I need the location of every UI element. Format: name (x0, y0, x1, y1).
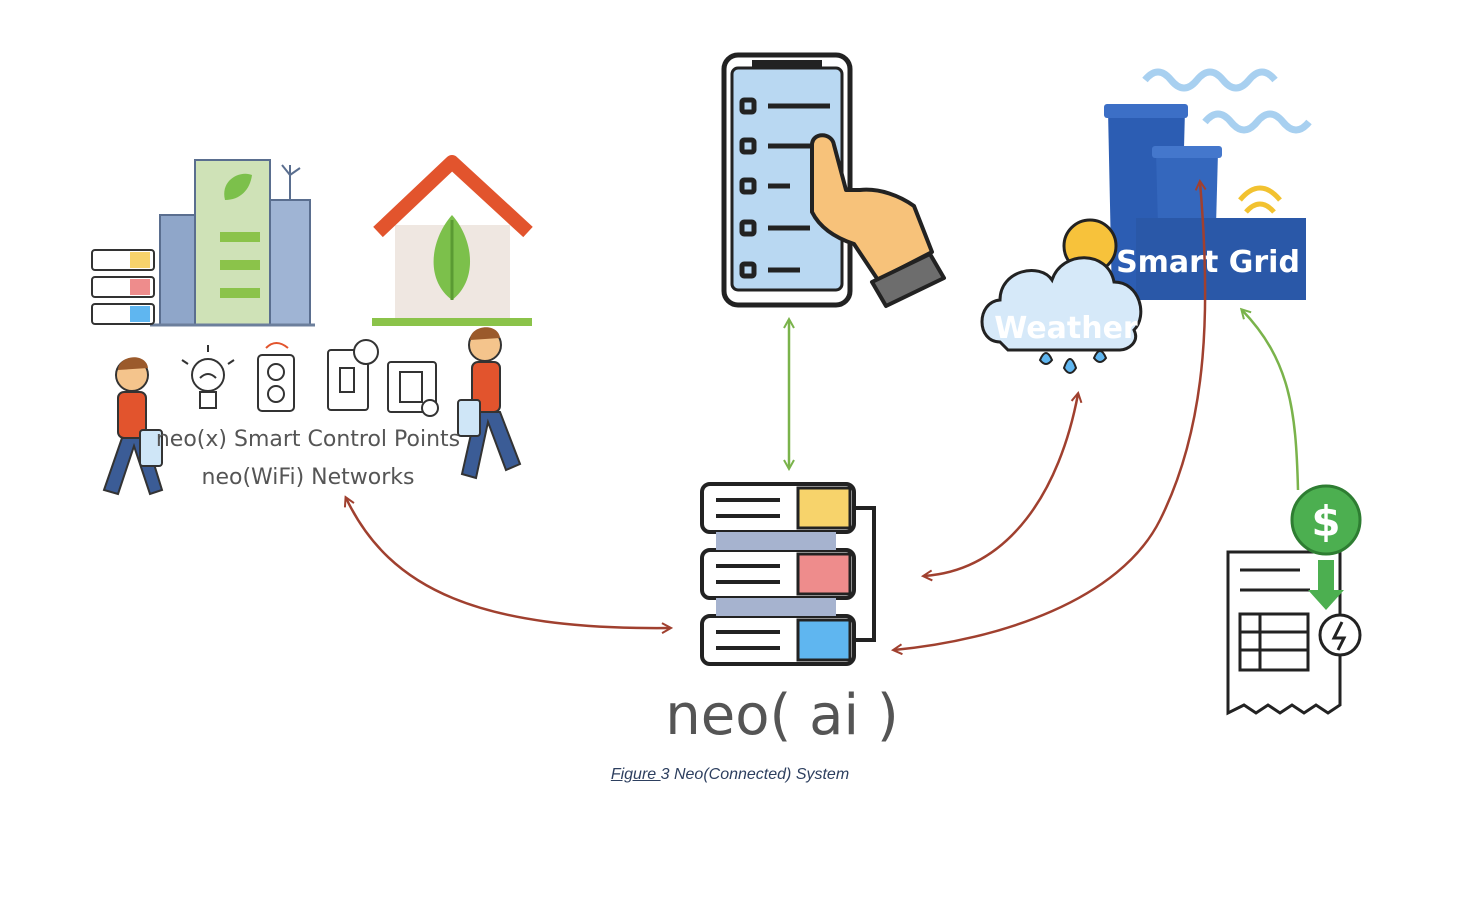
outlet-icon (257, 342, 295, 412)
server-stack-icon (91, 249, 155, 325)
dollar-icon: $ (1290, 484, 1362, 610)
svg-text:$: $ (1311, 497, 1340, 546)
control-points-ai-arrow (346, 498, 670, 628)
caption-text: 3 Neo(Connected) System (660, 766, 850, 783)
figure-caption: Figure 3 Neo(Connected) System (0, 766, 1460, 784)
networks-label: neo(WiFi) Networks (202, 465, 415, 490)
smart-grid-label: Smart Grid (1116, 245, 1300, 280)
building-icon (150, 159, 315, 327)
house-icon (372, 155, 533, 326)
thermostat-icon (387, 361, 439, 417)
bill-icon (1226, 550, 1362, 716)
weather-ai-arrow (924, 394, 1078, 576)
person-icon (102, 357, 164, 496)
control-points-label: neo(x) Smart Control Points (156, 427, 460, 452)
ai-server-icon (700, 482, 876, 666)
ai-label: neo( ai ) (665, 683, 898, 748)
weather-icon (980, 218, 1143, 374)
weather-label: Weather (994, 311, 1138, 346)
bill-grid-arrow (1242, 310, 1300, 491)
grid-ai-arrow (894, 182, 1205, 650)
person-icon (457, 327, 522, 480)
switch-icon (327, 339, 379, 411)
bulb-icon (181, 345, 235, 409)
phone-icon (721, 52, 853, 308)
caption-figure-label: Figure (610, 766, 661, 783)
